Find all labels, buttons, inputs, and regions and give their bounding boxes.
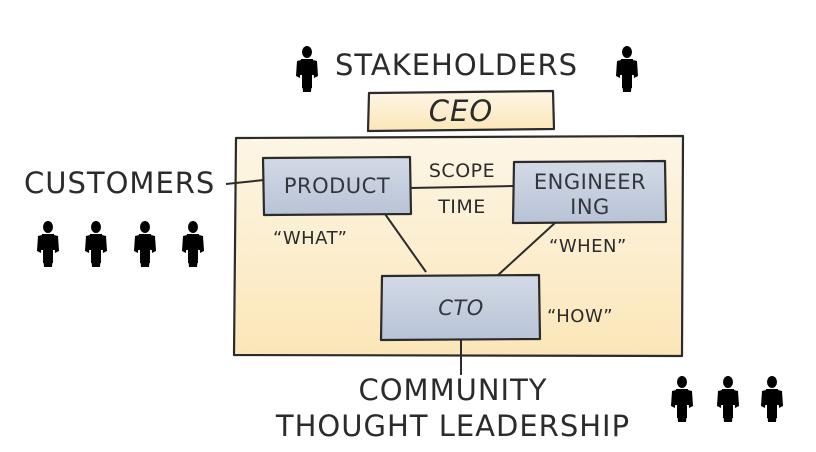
engineering-label-line2: ING — [570, 195, 610, 219]
product-label: PRODUCT — [284, 174, 390, 198]
person-icon — [37, 221, 59, 267]
person-icon — [85, 221, 107, 267]
engineering-label-line1: ENGINEER — [534, 170, 646, 194]
stakeholders-label: STAKEHOLDERS — [335, 48, 578, 82]
cto-label: CTO — [438, 296, 484, 320]
product-box — [261, 155, 413, 217]
engineering-box — [511, 159, 668, 225]
when-label: “WHEN” — [549, 236, 627, 257]
product-engineering-connector — [409, 185, 514, 189]
cto-box — [379, 273, 542, 342]
person-icon — [616, 46, 638, 92]
scope-label: SCOPE — [429, 160, 495, 182]
product-cto-connector — [384, 213, 427, 273]
engineering-cto-connector — [496, 221, 557, 277]
person-icon — [671, 376, 693, 422]
person-icon — [134, 221, 156, 267]
customers-connector — [225, 179, 265, 185]
person-icon — [182, 221, 204, 267]
person-icon — [296, 46, 318, 92]
ceo-label: CEO — [429, 94, 493, 128]
person-icon — [717, 376, 739, 422]
time-label: TIME — [437, 196, 486, 218]
thought-leadership-label: THOUGHT LEADERSHIP — [275, 409, 630, 443]
customers-label: CUSTOMERS — [24, 166, 215, 200]
person-icon — [761, 376, 783, 422]
how-label: “HOW” — [547, 306, 613, 327]
ceo-box — [366, 89, 556, 133]
what-label: “WHAT” — [273, 228, 348, 249]
community-label: COMMUNITY — [358, 373, 547, 407]
